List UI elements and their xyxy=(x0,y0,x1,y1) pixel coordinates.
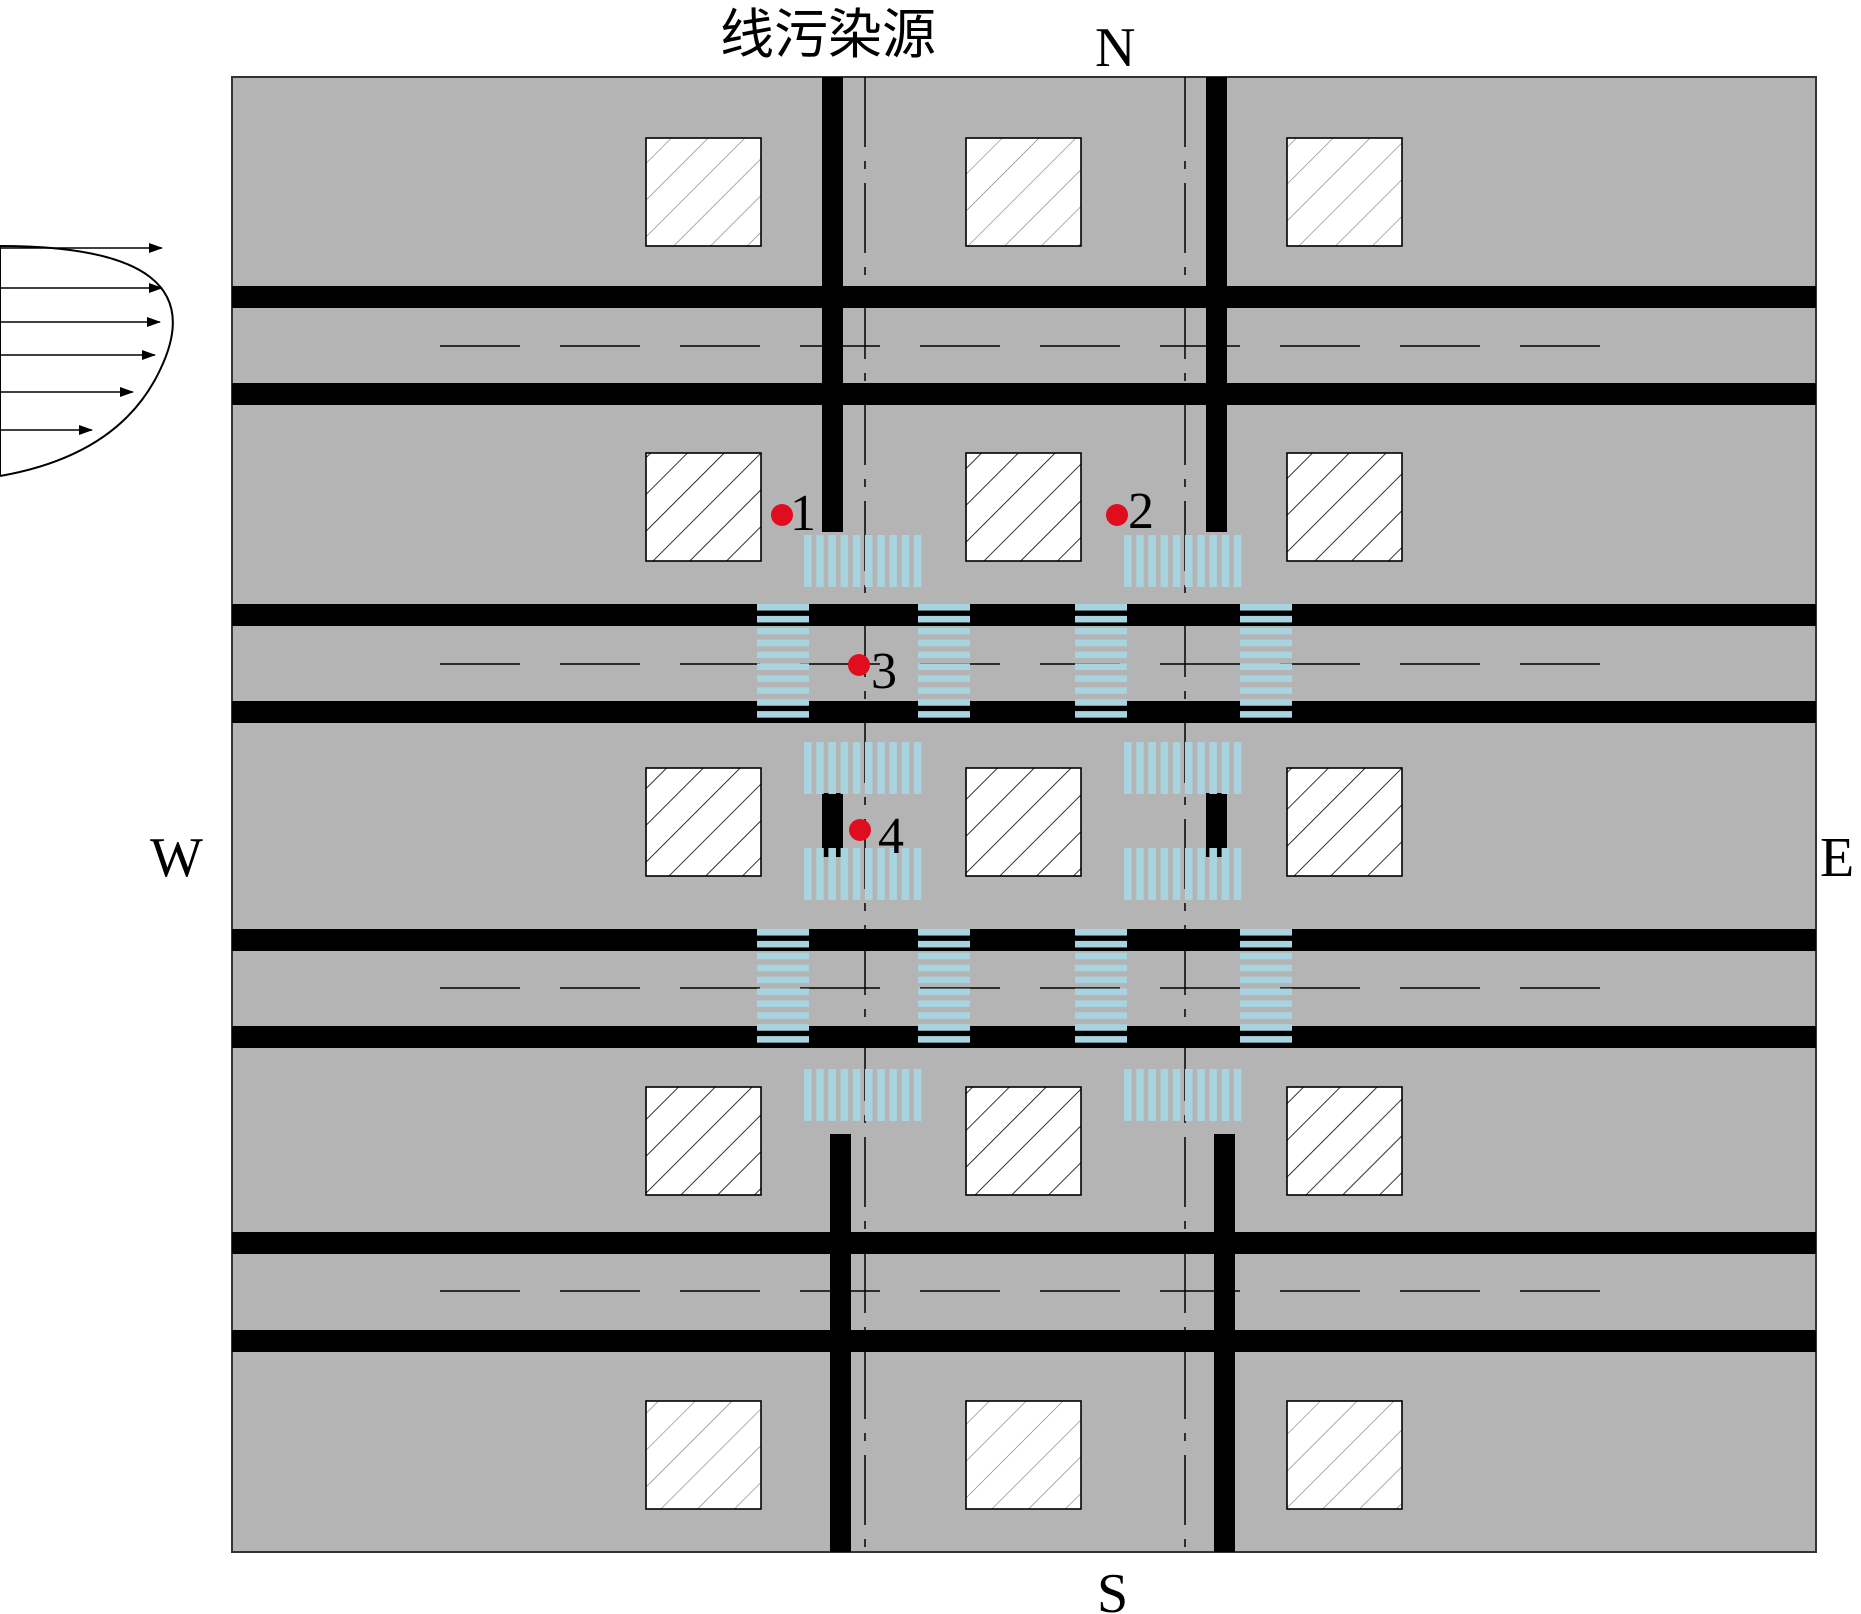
road-edge xyxy=(232,1026,1816,1048)
building-icon xyxy=(965,767,1082,877)
building-icon xyxy=(965,1400,1082,1510)
crosswalk xyxy=(1075,604,1127,718)
vertical-center-lines xyxy=(864,77,1186,1552)
crosswalk xyxy=(1124,535,1242,587)
monitor-point-3-label: 3 xyxy=(871,643,897,700)
crosswalk xyxy=(804,742,922,794)
compass-south: S xyxy=(1097,1563,1128,1614)
road-edge xyxy=(232,1330,1816,1352)
building-icon xyxy=(645,767,762,877)
crosswalk xyxy=(804,535,922,587)
compass-west: W xyxy=(150,827,203,889)
horizontal-center-lines xyxy=(440,345,1610,1292)
crosswalk xyxy=(1124,1069,1242,1121)
road-edge xyxy=(232,604,1816,626)
wind-profile-icon xyxy=(0,243,174,477)
road-edge xyxy=(1214,1134,1235,1552)
monitoring-points: 1 2 3 4 xyxy=(771,483,1154,865)
building-icon xyxy=(965,1086,1082,1196)
monitor-point-1-label: 1 xyxy=(790,485,816,542)
road-edge xyxy=(232,286,1816,308)
building-icon xyxy=(645,452,762,562)
building-icon xyxy=(965,137,1082,247)
monitor-point-2-label: 2 xyxy=(1128,483,1154,540)
monitor-point-4-label: 4 xyxy=(878,808,904,865)
crosswalk xyxy=(1240,604,1292,718)
building-icon xyxy=(1286,1086,1403,1196)
road-edge xyxy=(1206,793,1227,857)
crosswalk xyxy=(757,929,809,1043)
building-icon xyxy=(1286,137,1403,247)
building-icon xyxy=(965,452,1082,562)
crosswalks xyxy=(757,535,1292,1121)
road-edge xyxy=(232,1232,1816,1254)
crosswalk xyxy=(1124,742,1242,794)
road-edge xyxy=(232,701,1816,723)
building-icon xyxy=(1286,1400,1403,1510)
crosswalk xyxy=(918,929,970,1043)
diagram-title: 线污染源 xyxy=(720,3,936,66)
monitor-point-1-icon xyxy=(771,504,793,526)
buildings xyxy=(645,137,1403,1510)
building-icon xyxy=(645,1400,762,1510)
compass-east: E xyxy=(1820,827,1854,889)
road-edge xyxy=(822,77,843,532)
road-edge xyxy=(232,383,1816,405)
monitor-point-4-icon xyxy=(849,819,871,841)
crosswalk xyxy=(757,604,809,718)
building-icon xyxy=(645,1086,762,1196)
crosswalk xyxy=(1124,848,1242,900)
monitor-point-3-icon xyxy=(848,654,870,676)
building-icon xyxy=(1286,452,1403,562)
crosswalk xyxy=(804,1069,922,1121)
road-edge xyxy=(822,793,843,857)
road-edge xyxy=(1206,77,1227,532)
crosswalk xyxy=(1075,929,1127,1043)
building-icon xyxy=(645,137,762,247)
compass-north: N xyxy=(1095,17,1135,79)
monitor-point-2-icon xyxy=(1106,504,1128,526)
vertical-roads xyxy=(822,77,1235,1552)
road-edge xyxy=(232,929,1816,951)
crosswalk xyxy=(1240,929,1292,1043)
horizontal-roads xyxy=(232,286,1816,1352)
crosswalk xyxy=(918,604,970,718)
building-icon xyxy=(1286,767,1403,877)
crosswalk xyxy=(804,848,922,900)
road-edge xyxy=(830,1134,851,1552)
